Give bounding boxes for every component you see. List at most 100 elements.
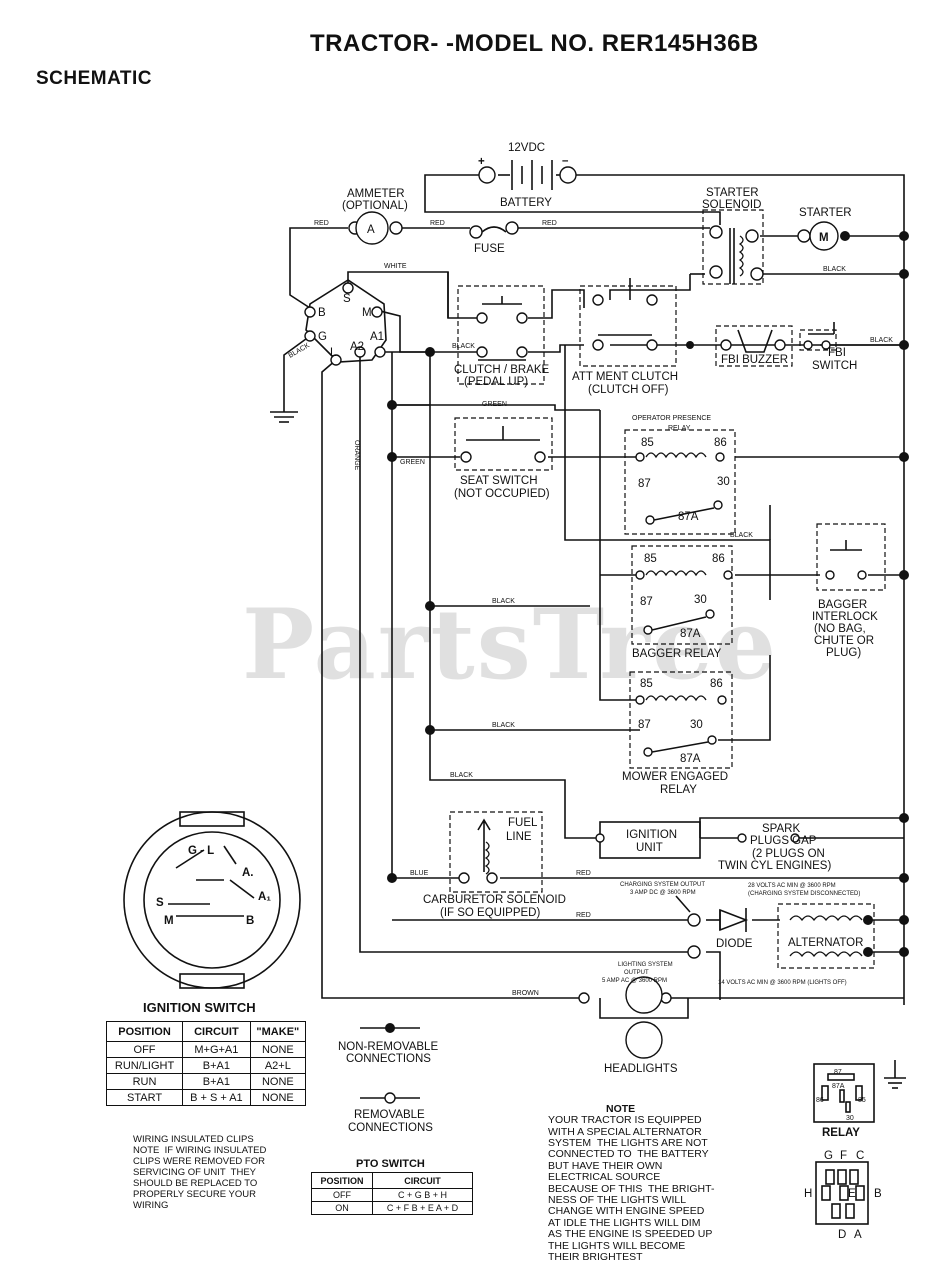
- bagger-relay-30: 30: [694, 594, 707, 606]
- fuse-label: FUSE: [474, 243, 505, 255]
- cell: RUN/LIGHT: [105, 1057, 184, 1074]
- bagger-relay-87: 87: [640, 596, 653, 608]
- ignition-unit-label-2: UNIT: [636, 842, 663, 854]
- wires: [270, 174, 905, 1005]
- ignition-switch-title: IGNITION SWITCH: [143, 1000, 256, 1015]
- headlights-label: HEADLIGHTS: [604, 1063, 678, 1075]
- ammeter: A AMMETER (OPTIONAL): [342, 188, 408, 245]
- spark-plugs: SPARK PLUGS GAP (2 PLUGS ON TWIN CYL ENG…: [718, 823, 831, 872]
- bagger-relay-86: 86: [712, 553, 725, 565]
- ign-face-b: B: [246, 915, 254, 927]
- starter-motor: M STARTER: [797, 207, 852, 251]
- wire-black-1: BLACK: [823, 266, 846, 273]
- op-relay-label-1: OPERATOR PRESENCE: [632, 415, 711, 422]
- seat-switch-label-1: SEAT SWITCH: [460, 475, 538, 487]
- spark-plugs-label-3: (2 PLUGS ON: [752, 848, 825, 860]
- wire-black-7: BLACK: [492, 722, 515, 729]
- pto-pin-c: C: [856, 1150, 864, 1162]
- bagger-relay-87a: 87A: [680, 628, 701, 640]
- attachment-clutch-switch: ATT MENT CLUTCH (CLUTCH OFF): [572, 278, 694, 396]
- ignition-switch-schematic: S M B G L A2 A1: [304, 279, 387, 366]
- lighting-volts: 14 VOLTS AC MIN @ 3600 RPM (LIGHTS OFF): [718, 980, 847, 986]
- ign-face-gl: G - L: [188, 845, 214, 857]
- alternator-label: ALTERNATOR: [788, 937, 863, 949]
- headlights: LIGHTING SYSTEM OUTPUT 5 AMP AC @ 3600 R…: [578, 945, 847, 1075]
- legend-removable-1: REMOVABLE: [354, 1109, 425, 1121]
- legend-removable-2: CONNECTIONS: [348, 1122, 433, 1134]
- wire-blue: BLUE: [410, 870, 429, 877]
- wire-green-2: GREEN: [400, 459, 425, 466]
- table-row: OFF M+G+A1 NONE: [105, 1041, 307, 1058]
- table-row: ON C + F B + E A + D: [311, 1201, 474, 1215]
- diode: DIODE CHARGING SYSTEM OUTPUT 3 AMP DC @ …: [620, 882, 753, 950]
- ign-face-m: M: [164, 915, 174, 927]
- charging-output-2: 3 AMP DC @ 3600 RPM: [630, 890, 696, 896]
- pto-pin-h: H: [804, 1188, 812, 1200]
- wire-brown: BROWN: [512, 990, 539, 997]
- wire-green-1: GREEN: [482, 401, 507, 408]
- mower-relay-label-2: RELAY: [660, 784, 697, 796]
- wire-white: WHITE: [384, 263, 407, 270]
- fuse: FUSE: [469, 221, 519, 255]
- ignition-switch-table: POSITION CIRCUIT "MAKE" OFF M+G+A1 NONE …: [105, 1021, 307, 1106]
- relay-diagram-label: RELAY: [822, 1127, 860, 1139]
- relay-diagram-30: 30: [846, 1115, 854, 1122]
- clutch-brake-switch: CLUTCH / BRAKE (PEDAL UP): [454, 285, 550, 388]
- table-row: RUN B+A1 NONE: [105, 1073, 307, 1090]
- ignition-unit: IGNITION UNIT: [595, 821, 701, 859]
- ammeter-optional: (OPTIONAL): [342, 200, 408, 212]
- bagger-relay: 85 86 87 30 87A BAGGER RELAY: [631, 545, 733, 660]
- bagger-interlock-5: PLUG): [826, 647, 861, 659]
- cell: OFF: [105, 1041, 184, 1058]
- relay-pin-diagram: 87 87A 86 85 30 RELAY: [813, 1060, 906, 1139]
- ign-term-b: B: [318, 307, 326, 319]
- fbi-buzzer-label: FBI BUZZER: [721, 354, 788, 366]
- cell: NONE: [249, 1089, 307, 1106]
- ign-term-s: S: [343, 293, 351, 305]
- page-title: TRACTOR- -MODEL NO. RER145H36B: [310, 30, 759, 57]
- starter-symbol: M: [819, 232, 829, 244]
- lights-note-body: YOUR TRACTOR IS EQUIPPED WITH A SPECIAL …: [548, 1114, 715, 1264]
- ign-term-l: L: [330, 347, 337, 359]
- clutch-brake-label-2: (PEDAL UP): [464, 376, 528, 388]
- clutch-brake-label-1: CLUTCH / BRAKE: [454, 364, 550, 376]
- fbi-switch-label-2: SWITCH: [812, 360, 857, 372]
- alt-volts-2: (CHARGING SYSTEM DISCONNECTED): [748, 891, 860, 897]
- table-row: OFF C + G B + H: [311, 1188, 474, 1202]
- bagger-interlock-4: CHUTE OR: [814, 635, 874, 647]
- relay-diagram-87: 87: [834, 1069, 842, 1076]
- cell: RUN: [105, 1073, 184, 1090]
- att-clutch-label-1: ATT MENT CLUTCH: [572, 371, 678, 383]
- wire-red-5: RED: [576, 912, 591, 919]
- carb-solenoid-label-2: (IF SO EQUIPPED): [440, 907, 540, 919]
- ign-face-s: S: [156, 897, 164, 909]
- cell: B+A1: [182, 1073, 251, 1090]
- ign-face-a1: A₁: [258, 891, 271, 903]
- pto-pin-g: G: [824, 1150, 833, 1162]
- lights-note-heading: NOTE: [606, 1102, 636, 1115]
- wire-red-1: RED: [314, 220, 329, 227]
- starter-solenoid-label-1: STARTER: [706, 187, 759, 199]
- bagger-relay-label: BAGGER RELAY: [632, 648, 722, 660]
- seat-switch: SEAT SWITCH (NOT OCCUPIED): [454, 417, 553, 500]
- ammeter-label: AMMETER: [347, 188, 405, 200]
- pto-pin-f: F: [840, 1150, 847, 1162]
- starter-label: STARTER: [799, 207, 852, 219]
- pto-pin-b: B: [874, 1188, 882, 1200]
- cell: NONE: [249, 1073, 307, 1090]
- seat-switch-label-2: (NOT OCCUPIED): [454, 488, 550, 500]
- cell: C + G B + H: [371, 1188, 474, 1202]
- pto-pin-e: E: [848, 1188, 856, 1200]
- operator-presence-relay: 85 86 87 30 87A OPERATOR PRESENCE RELAY: [624, 415, 736, 535]
- pto-switch-title: PTO SWITCH: [356, 1158, 425, 1170]
- bagger-interlock-2: INTERLOCK: [812, 611, 878, 623]
- table-row: START B + S + A1 NONE: [105, 1089, 307, 1106]
- mower-relay-30: 30: [690, 719, 703, 731]
- cell: A2+L: [249, 1057, 307, 1074]
- starter-solenoid: STARTER SOLENOID: [702, 187, 764, 285]
- col-circuit: CIRCUIT: [182, 1021, 251, 1042]
- wire-labels: RED RED RED WHITE BLACK BLACK BLACK BLAC…: [288, 220, 894, 997]
- bagger-interlock-3: (NO BAG,: [814, 623, 866, 635]
